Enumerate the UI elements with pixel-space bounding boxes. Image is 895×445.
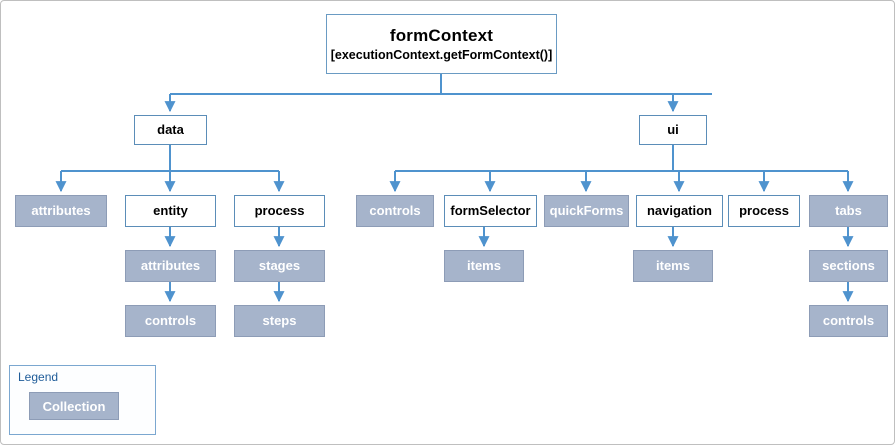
node-label: attributes bbox=[140, 257, 201, 273]
legend-box: Legend Collection bbox=[9, 365, 156, 435]
node-navigation[interactable]: navigation bbox=[636, 195, 723, 227]
node-data-process[interactable]: process bbox=[234, 195, 325, 227]
node-label: attributes bbox=[31, 202, 91, 218]
node-label: controls bbox=[144, 312, 197, 328]
node-label: stages bbox=[258, 257, 301, 273]
node-label: quickForms bbox=[549, 202, 624, 218]
node-navigation-items[interactable]: items bbox=[633, 250, 713, 282]
node-label: steps bbox=[262, 312, 297, 328]
node-steps[interactable]: steps bbox=[234, 305, 325, 337]
node-label: items bbox=[656, 257, 690, 273]
node-label: data bbox=[157, 121, 184, 137]
node-data-attributes[interactable]: attributes bbox=[15, 195, 107, 227]
node-label: controls bbox=[369, 202, 421, 218]
node-entity-controls[interactable]: controls bbox=[125, 305, 216, 337]
node-label: navigation bbox=[646, 202, 712, 218]
node-tabs-controls[interactable]: controls bbox=[809, 305, 888, 337]
legend-swatch-collection: Collection bbox=[29, 392, 119, 420]
node-label: ui bbox=[667, 121, 679, 137]
node-formSelector[interactable]: formSelector bbox=[444, 195, 537, 227]
node-entity[interactable]: entity bbox=[125, 195, 216, 227]
node-label: controls bbox=[822, 312, 875, 328]
node-formSelector-items[interactable]: items bbox=[444, 250, 524, 282]
root-subtitle: [executionContext.getFormContext()] bbox=[330, 48, 553, 63]
node-formcontext[interactable]: formContext [executionContext.getFormCon… bbox=[326, 14, 557, 74]
root-title: formContext bbox=[389, 25, 494, 45]
node-label: entity bbox=[153, 202, 188, 218]
node-sections[interactable]: sections bbox=[809, 250, 888, 282]
node-label: process bbox=[254, 202, 305, 218]
node-ui[interactable]: ui bbox=[639, 115, 707, 145]
node-label: tabs bbox=[835, 202, 862, 218]
node-data[interactable]: data bbox=[134, 115, 207, 145]
node-quickForms[interactable]: quickForms bbox=[544, 195, 629, 227]
node-ui-controls[interactable]: controls bbox=[356, 195, 434, 227]
legend-title: Legend bbox=[18, 370, 59, 384]
node-label: process bbox=[739, 202, 789, 218]
node-ui-process[interactable]: process bbox=[728, 195, 800, 227]
node-label: sections bbox=[822, 257, 875, 273]
node-label: formSelector bbox=[450, 202, 531, 218]
node-stages[interactable]: stages bbox=[234, 250, 325, 282]
node-entity-attributes[interactable]: attributes bbox=[125, 250, 216, 282]
node-label: items bbox=[467, 257, 501, 273]
node-tabs[interactable]: tabs bbox=[809, 195, 888, 227]
